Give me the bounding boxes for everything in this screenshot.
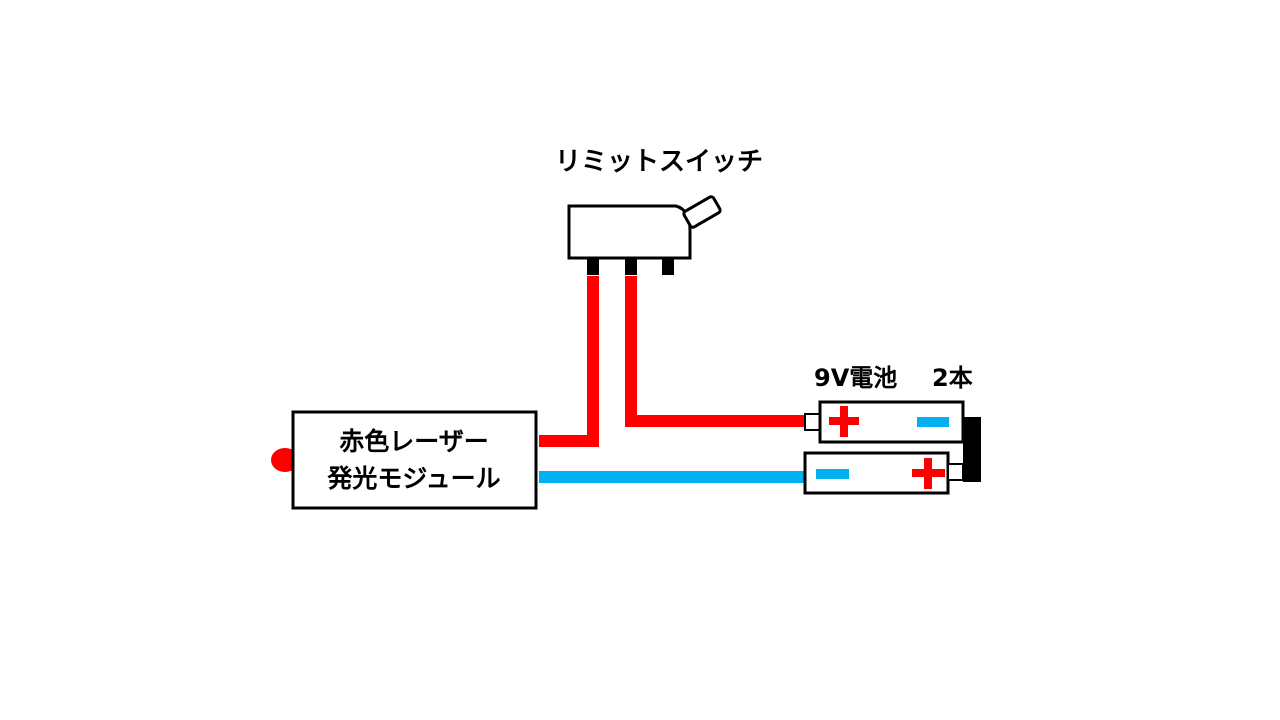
battery-count-label: 2本: [932, 364, 973, 392]
battery-label: 9V電池: [814, 364, 897, 392]
battery-top-terminal: [804, 413, 821, 431]
battery-connector-bar: [963, 417, 981, 482]
limit-switch: [567, 195, 722, 275]
limit-switch-label: リミットスイッチ: [555, 147, 763, 177]
battery-bottom-plus-icon-v: [924, 458, 932, 489]
battery-bottom: [803, 451, 964, 495]
switch-pin-3: [662, 258, 674, 275]
laser-module-box: [291, 410, 538, 510]
battery-bottom-minus-icon: [816, 469, 849, 479]
laser-module-label-line1: 赤色レーザー: [339, 427, 489, 456]
positive-wire-switch-to-battery: [625, 276, 805, 427]
battery-top: [804, 400, 965, 444]
positive-wire-module-to-switch: [539, 276, 599, 447]
battery-top-plus-icon-v: [840, 406, 848, 437]
switch-pin-1: [587, 258, 599, 275]
limit-switch-lever: [682, 195, 722, 229]
switch-pin-2: [625, 258, 637, 275]
laser-module-label-line2: 発光モジュール: [326, 464, 500, 493]
limit-switch-body: [567, 204, 692, 260]
battery-bottom-terminal: [947, 463, 964, 481]
battery-top-minus-icon: [917, 417, 949, 427]
